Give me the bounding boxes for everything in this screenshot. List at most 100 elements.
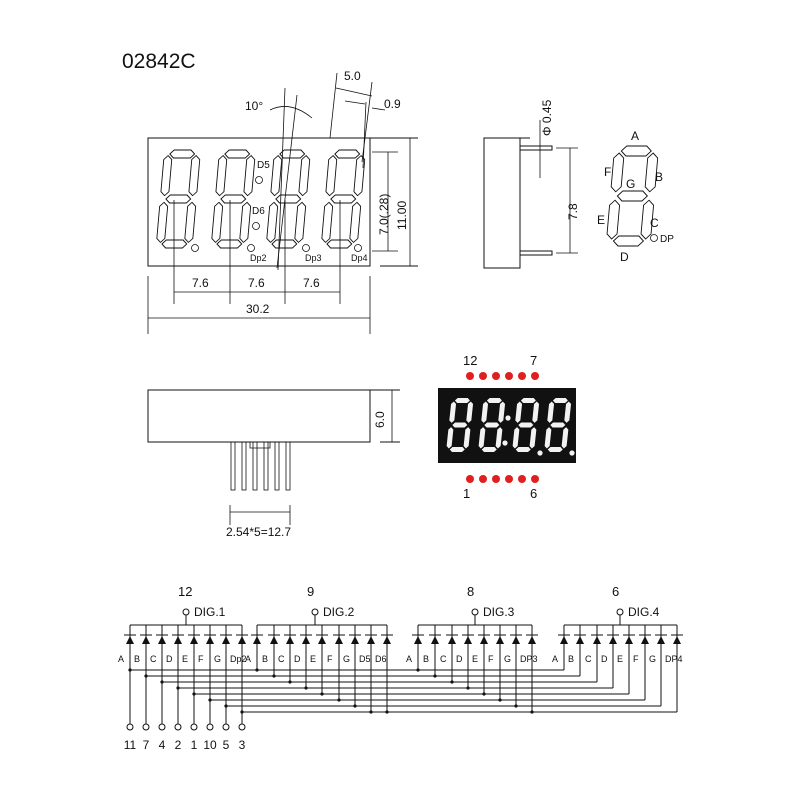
pin [285,441,291,491]
diode-icon [609,636,617,644]
pin-marker-bottom [518,475,526,483]
diode-icon [174,636,182,644]
segment-f [270,154,283,197]
diode-icon [576,636,584,644]
digit-name: DIG.3 [483,605,515,619]
pin [252,441,258,491]
segment-pin-number: 11 [124,738,137,752]
segment-c [294,201,307,244]
segment-d [271,239,298,249]
dim-pitch-1: 7.6 [192,276,209,290]
segment-d [449,447,465,452]
diode-icon [625,636,633,644]
junction-dot [128,668,132,672]
segment-b [532,401,540,423]
diode-icon [560,636,568,644]
digit-name: DIG.1 [194,605,226,619]
diode-icon [222,636,230,644]
digit-pin-terminal [311,608,319,616]
segment-d [161,239,188,249]
pin-marker-top [492,372,500,380]
segment-b [298,154,311,197]
segment-a [169,149,196,159]
digit-pin-terminal [616,608,624,616]
segment-b [498,401,506,423]
segment-e [446,427,454,449]
junction-dot [160,680,164,684]
segment-a [520,398,536,403]
diode-icon [528,636,536,644]
decimal-point-dot [247,244,255,252]
segment-pin-terminal [158,723,166,731]
dim-angle: 10° [245,99,263,113]
diode-icon [253,636,261,644]
diode-icon [496,636,504,644]
dim-digit-height: 7.0(.28) [377,194,391,235]
lit-dot [505,415,511,421]
segment-label: B [262,654,268,664]
segment-e [606,199,621,240]
diode-icon [512,636,520,644]
segment-g [616,190,649,202]
front-digit-3 [266,149,311,249]
segment-f [610,152,625,193]
segment-e [478,427,486,449]
segment-label: D6 [375,654,387,664]
segment-d [216,239,243,249]
segment-label: E [472,654,478,664]
segment-d [547,447,563,452]
segment-g [275,194,302,204]
pin [230,441,236,491]
diode-icon [190,636,198,644]
digit-pin-terminal [182,608,190,616]
segment-label: F [327,654,333,664]
diode-icon [673,636,681,644]
diode-icon [367,636,375,644]
segment-pin-number: 2 [175,738,182,752]
segment-label: C [278,654,285,664]
segment-e [156,201,169,244]
display-pinout-photo: 12 7 1 6 [438,353,576,501]
diode-icon [351,636,359,644]
segment-c [495,427,503,449]
pin-label-12: 12 [463,353,477,368]
segment-g [165,194,192,204]
seg-label-c: C [650,216,659,230]
segment-a [279,149,306,159]
junction-dot [176,686,180,690]
segment-f [515,401,523,423]
segment-label: D [166,654,173,664]
digit-name: DIG.2 [323,605,355,619]
segment-c [640,199,655,240]
segment-a [454,398,470,403]
segment-label: A [406,654,412,664]
segment-e [211,201,224,244]
diode-icon [464,636,472,644]
segment-label: E [310,654,316,664]
seg-label-f: F [604,165,611,179]
segment-label: F [488,654,494,664]
diode-icon [480,636,488,644]
seg-label-a: A [631,129,639,143]
segment-label: A [118,654,124,664]
segment-map: A B C D E F G DP [597,129,674,264]
segment-pin-terminal [206,723,214,731]
segment-d [515,447,531,452]
pin-marker-bottom [492,475,500,483]
lit-digit-2 [478,398,506,452]
segment-label: B [134,654,140,664]
segment-g [452,422,468,428]
segment-b [466,401,474,423]
front-digit-2 [211,149,256,249]
segment-label: G [343,654,350,664]
decimal-point-dot [255,176,263,184]
seg-label-e: E [597,213,605,227]
seg-label-b: B [655,170,663,184]
segment-e [321,201,334,244]
diode-icon [593,636,601,644]
segment-c [463,427,471,449]
lit-dot [537,450,543,456]
segment-label: F [633,654,639,664]
